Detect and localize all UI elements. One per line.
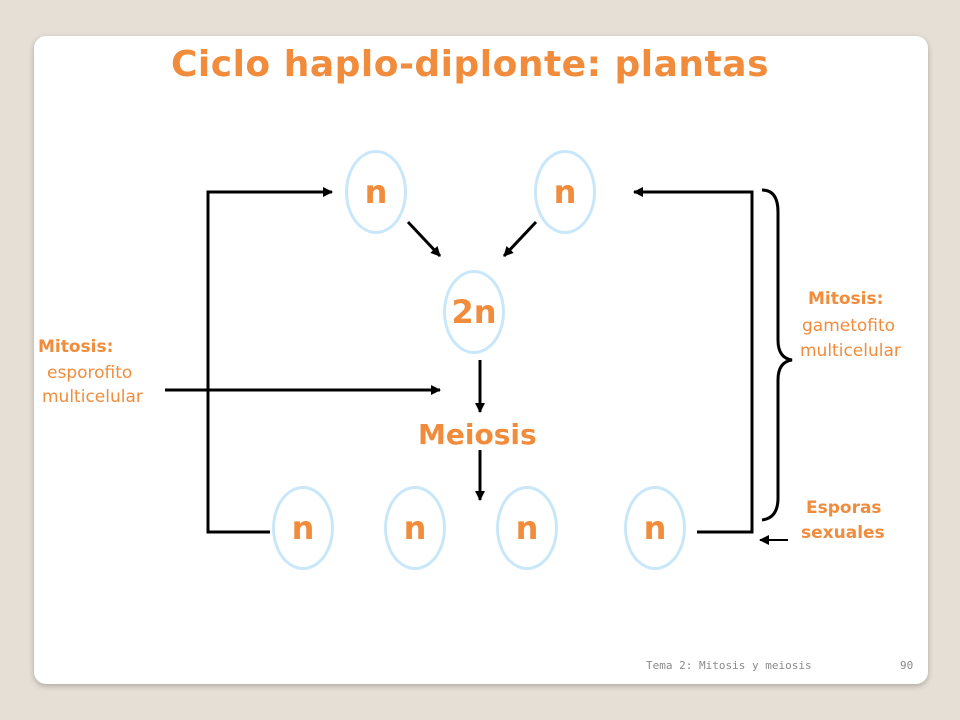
gamete-right-arrow: [502, 220, 538, 258]
cell-spore: n: [624, 486, 686, 570]
right-label-line2: gametofito: [802, 316, 896, 336]
cell-spore: n: [496, 486, 558, 570]
footer-text: Tema 2: Mitosis y meiosis: [646, 659, 812, 672]
left-label-line3: multicelular: [42, 387, 143, 407]
page-number: 90: [900, 659, 914, 672]
right-label-title: Mitosis:: [808, 289, 884, 309]
gametophyte-brace: [761, 188, 793, 522]
spores-label-line1: Esporas: [806, 498, 882, 518]
cell-gamete-left: n: [345, 150, 407, 234]
left-label-title: Mitosis:: [38, 337, 114, 357]
spores-label-line2: sexuales: [801, 523, 885, 543]
meiosis-label: Meiosis: [418, 418, 537, 451]
right-cycle-line: [633, 187, 754, 534]
gamete-left-arrow: [406, 220, 442, 258]
right-label-line3: multicelular: [800, 341, 901, 361]
slide-title: Ciclo haplo-diplonte: plantas: [170, 44, 769, 85]
cell-gamete-right: n: [534, 150, 596, 234]
cell-spore: n: [272, 486, 334, 570]
left-label-line2: esporofito: [47, 363, 133, 383]
cell-zygote: 2n: [443, 270, 505, 354]
left-cycle-line: [206, 187, 333, 534]
cell-spore: n: [384, 486, 446, 570]
